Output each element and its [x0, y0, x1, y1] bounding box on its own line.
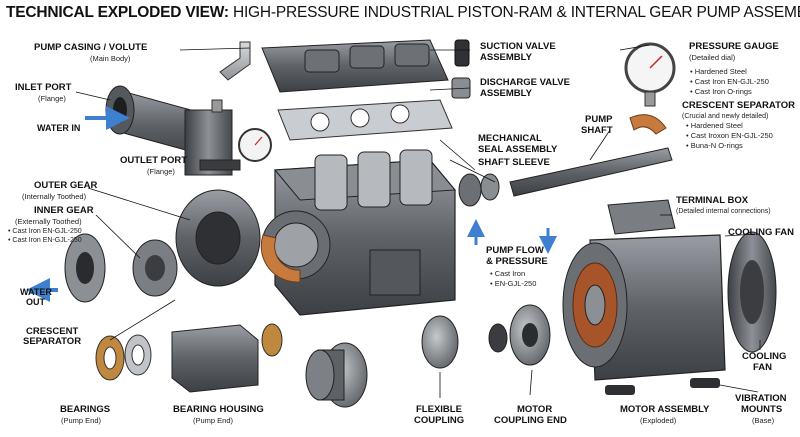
motor-assembly: [562, 234, 726, 381]
vibration-mounts: [605, 378, 720, 395]
label-pressure-gauge: PRESSURE GAUGE: [689, 41, 779, 52]
label-suction-valve-2: ASSEMBLY: [480, 52, 532, 63]
label-water-out-1: WATER: [20, 287, 52, 297]
cooling-fan: [727, 231, 777, 353]
label-pressure-gauge-sub: (Detailed dial): [689, 53, 736, 62]
label-shaft-sleeve: SHAFT SLEEVE: [478, 157, 550, 168]
bearing-housing: [171, 323, 283, 393]
label-cr-mat2: • Cast Iroxon EN-GJL-250: [686, 131, 773, 140]
label-outer-gear-sub: (Internally Toothed): [22, 192, 87, 201]
outer-gear: [175, 189, 261, 287]
label-cooling-fan-1: COOLING: [742, 351, 787, 362]
label-inner-gear-mat1: • Cast Iron EN-GJL-250: [8, 228, 82, 235]
label-pump-shaft-1: PUMP: [585, 114, 613, 125]
pump-casing-cover: [261, 39, 449, 93]
label-pump-casing-sub: (Main Body): [90, 54, 131, 63]
label-pump-flow-2: & PRESSURE: [486, 256, 548, 267]
outlet-flange: [64, 233, 106, 303]
label-water-in: WATER IN: [37, 123, 81, 133]
label-inner-gear: INNER GEAR: [34, 205, 94, 216]
label-cr-mat3: • Buna-N O-rings: [686, 141, 743, 150]
label-mech-seal-2: SEAL ASSEMBLY: [478, 144, 558, 155]
label-water-out-2: OUT: [26, 297, 45, 307]
label-outlet-port-sub: (Flange): [147, 167, 175, 176]
title-rest: HIGH-PRESSURE INDUSTRIAL PISTON-RAM & IN…: [228, 4, 800, 21]
gasket-plate: [277, 99, 453, 141]
label-inlet-port-sub: (Flange): [38, 94, 66, 103]
label-inner-gear-mat2: • Cast Iron EN-GJL-250: [8, 237, 82, 244]
bearings: [95, 334, 152, 381]
flexible-coupling: [305, 315, 459, 408]
leader-lines: [75, 44, 761, 398]
label-terminal-box-sub: (Detailed internal connections): [676, 208, 771, 215]
label-motor-assembly: MOTOR ASSEMBLY: [620, 404, 710, 415]
label-cooling-fan-2: FAN: [753, 362, 772, 373]
label-vibration-2: MOUNTS: [741, 404, 783, 415]
label-pump-shaft-2: SHAFT: [581, 125, 613, 136]
label-inner-gear-sub: (Externally Toothed): [15, 217, 82, 226]
elbow-fitting: [211, 41, 251, 113]
label-bearings: BEARINGS: [60, 404, 111, 415]
label-motor-coupling-1: MOTOR: [517, 404, 553, 415]
label-bearings-sub: (Pump End): [61, 416, 102, 425]
label-motor-assembly-sub: (Exploded): [640, 416, 677, 425]
label-discharge-valve-1: DISCHARGE VALVE: [480, 77, 570, 88]
label-suction-valve-1: SUCTION VALVE: [480, 41, 556, 52]
label-crescent-right: CRESCENT SEPARATOR: [682, 100, 795, 111]
pressure-gauge-large: [624, 42, 676, 107]
title-bold: TECHNICAL EXPLODED VIEW:: [6, 4, 229, 21]
label-vibration-1: VIBRATION: [735, 393, 787, 404]
mechanical-seal: [458, 173, 500, 207]
label-terminal-box: TERMINAL BOX: [676, 195, 749, 206]
label-flex-coupling-2: COUPLING: [414, 415, 465, 426]
arrow-updown-icon: [467, 219, 557, 254]
valve-assemblies: [451, 39, 471, 99]
label-cooling-fan-top: COOLING FAN: [728, 227, 794, 238]
label-crescent-sep-2: SEPARATOR: [23, 336, 82, 347]
terminal-box: [607, 199, 676, 235]
label-pump-flow-mat2: • EN-GJL-250: [490, 279, 537, 288]
label-pump-flow-mat1: • Cast Iron: [490, 269, 526, 278]
label-vibration-sub: (Base): [752, 416, 775, 425]
label-bearing-housing-sub: (Pump End): [193, 416, 234, 425]
label-inlet-port: INLET PORT: [15, 82, 72, 93]
label-pump-casing: PUMP CASING / VOLUTE: [34, 42, 148, 53]
label-mech-seal-1: MECHANICAL: [478, 133, 542, 144]
label-pump-flow-1: PUMP FLOW: [486, 245, 544, 256]
pump-shaft: [509, 147, 673, 197]
label-pg-mat1: • Hardened Steel: [690, 67, 747, 76]
page-title: TECHNICAL EXPLODED VIEW: HIGH-PRESSURE I…: [6, 4, 800, 22]
label-pg-mat3: • Cast Iron O-rings: [690, 87, 752, 96]
label-bearing-housing: BEARING HOUSING: [173, 404, 264, 415]
piston-pump-block: [260, 149, 457, 316]
motor-coupling-end: [488, 304, 551, 366]
pressure-gauge-small: [238, 128, 272, 162]
label-flex-coupling-1: FLEXIBLE: [416, 404, 462, 415]
label-crescent-sep-1: CRESCENT: [26, 326, 79, 337]
label-outer-gear: OUTER GEAR: [34, 180, 98, 191]
label-cr-mat1: • Hardened Steel: [686, 121, 743, 130]
label-discharge-valve-2: ASSEMBLY: [480, 88, 532, 99]
label-crescent-right-sub: (Crucial and newly detailed): [682, 113, 769, 120]
inner-gear: [132, 239, 178, 297]
label-outlet-port: OUTLET PORT: [120, 155, 188, 166]
label-motor-coupling-2: COUPLING END: [494, 415, 567, 426]
crescent-separator-part: [629, 114, 667, 135]
label-pg-mat2: • Cast Iron EN-GJL-250: [690, 77, 769, 86]
